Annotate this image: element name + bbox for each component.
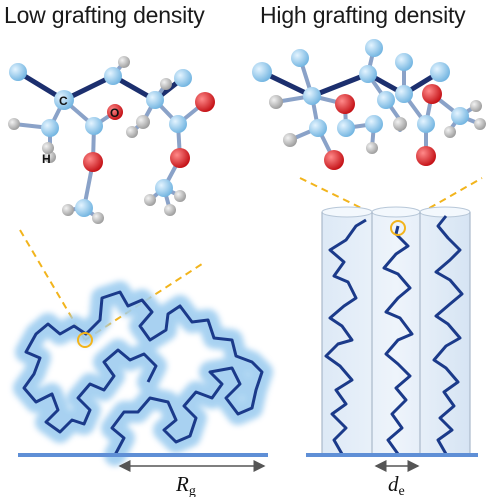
de-subscript: e (399, 484, 405, 497)
hydrogen-atom (62, 204, 74, 216)
carbon-atom (146, 91, 164, 109)
oxygen-atom-labeled (107, 104, 123, 120)
hydrogen-atom (118, 56, 130, 68)
carbon-atom (303, 87, 321, 105)
hydrogen-atom (160, 78, 172, 90)
carbon-atom (395, 53, 413, 71)
hydrogen-atom-labeled (42, 142, 54, 154)
carbon-atom (252, 62, 272, 82)
hydrogen-atom (136, 115, 150, 129)
low-density-title: Low grafting density (4, 2, 205, 28)
oxygen-atom (324, 150, 344, 170)
carbon-atom (365, 115, 383, 133)
hydrogen-atom (283, 133, 297, 147)
carbon-atom (85, 117, 103, 135)
rg-label: Rg (175, 472, 196, 497)
oxygen-atom (170, 148, 190, 168)
de-symbol: d (388, 472, 399, 496)
carbon-atom (377, 91, 395, 109)
hydrogen-atom (366, 142, 378, 154)
chain-cylinder-2 (382, 225, 414, 455)
carbon-atom (9, 63, 27, 81)
oxygen-atom (422, 84, 442, 104)
cylinder-walls (321, 212, 471, 454)
de-label: de (388, 472, 405, 497)
right-atoms (252, 39, 486, 170)
carbon-atom (430, 62, 450, 82)
substrate-right (306, 453, 478, 457)
carbon-atom (174, 69, 192, 87)
hydrogen-atom (470, 100, 482, 112)
carbon-label: C (59, 94, 68, 108)
carbon-atom (337, 119, 355, 137)
hydrogen-atom (393, 117, 407, 131)
hydrogen-atom (269, 95, 283, 109)
substrate-left (18, 453, 268, 457)
cylinder-top (371, 206, 421, 218)
carbon-atom (291, 49, 309, 67)
oxygen-atom (195, 92, 215, 112)
carbon-atom (155, 179, 173, 197)
carbon-atom (41, 119, 59, 137)
right-molecule (252, 39, 486, 170)
hydrogen-atom (8, 118, 20, 130)
hydrogen-atom (164, 204, 176, 216)
oxygen-atom (83, 152, 103, 172)
rg-symbol: R (175, 472, 189, 496)
zoom-line-left-a (19, 229, 86, 341)
hydrogen-atom (474, 118, 486, 130)
cylinder-top (321, 206, 373, 218)
left-atoms (8, 56, 215, 224)
carbon-atom (309, 119, 327, 137)
carbon-atom (365, 39, 383, 57)
low-density-chain (13, 281, 273, 466)
carbon-atom (451, 107, 469, 125)
hydrogen-atom (174, 190, 186, 202)
coil-chain-path (22, 290, 264, 456)
carbon-atom (104, 67, 122, 85)
oxygen-atom (335, 94, 355, 114)
oxygen-label: O (110, 106, 119, 120)
hydrogen-atom (44, 151, 56, 163)
carbon-atom (169, 115, 187, 133)
chain-cylinder-1 (324, 218, 367, 455)
hydrogen-atom (444, 126, 456, 138)
carbon-atom (75, 199, 93, 217)
stretched-chains (324, 215, 464, 455)
carbon-atom (395, 85, 413, 103)
right-backbone (259, 69, 443, 99)
hydrogen-atom (92, 212, 104, 224)
rg-subscript: g (189, 484, 196, 497)
hydrogen-atom (126, 126, 138, 138)
oxygen-atom (416, 146, 436, 166)
carbon-atom-labeled (54, 90, 74, 110)
chain-cylinder-3 (432, 215, 464, 455)
hydrogen-label: H (42, 152, 51, 166)
carbon-atom (417, 115, 435, 133)
zoom-circle-right (390, 220, 406, 236)
hydrogen-atom (144, 194, 156, 206)
zoom-circle-left (77, 332, 93, 348)
high-density-brush (321, 206, 471, 455)
carbon-atom (359, 65, 377, 83)
high-density-title: High grafting density (260, 2, 466, 28)
left-molecule: C O H (8, 56, 215, 224)
